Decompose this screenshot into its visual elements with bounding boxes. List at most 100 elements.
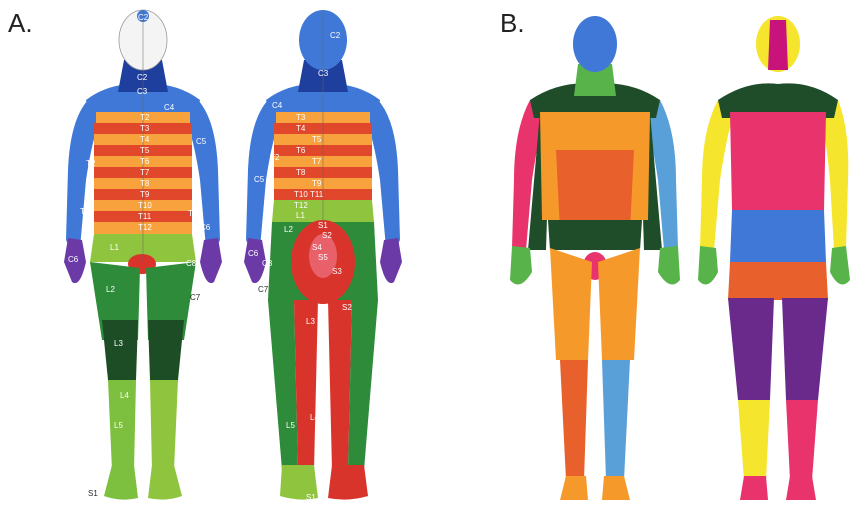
label-front-c6-hand: C6: [68, 255, 79, 264]
label-front-l5: L5: [114, 421, 123, 430]
label-front-c7: C7: [190, 293, 201, 302]
label-back-s4: S4: [312, 243, 322, 252]
label-front-l1: L1: [110, 243, 119, 252]
panel-a-front-figure: [64, 10, 222, 500]
label-back-t1: T1: [264, 199, 274, 208]
label-front-c4: C4: [164, 103, 175, 112]
front-left-foot: [104, 465, 138, 500]
label-back-t12: T12: [294, 201, 308, 210]
back-right-hand: [380, 238, 402, 283]
label-front-t8: T8: [140, 179, 150, 188]
b-back-left-shin: [738, 400, 770, 480]
label-back-s3: S3: [332, 267, 342, 276]
b-back-left-arm: [700, 100, 732, 250]
label-back-l4: L4: [310, 413, 319, 422]
panel-b-back-figure: [698, 16, 850, 500]
front-right-shin: [150, 380, 178, 470]
label-back-c2: C2: [330, 31, 341, 40]
label-back-s2-top: S2: [322, 231, 332, 240]
label-back-s2: S2: [342, 303, 352, 312]
b-back-buttocks: [728, 262, 828, 300]
label-front-t7: T7: [140, 168, 150, 177]
b-back-right-thigh: [782, 298, 828, 400]
b-front-left-thigh: [550, 248, 592, 360]
b-back-trunk: [730, 112, 826, 210]
label-front-c8: C8: [186, 259, 197, 268]
b-front-left-shin: [560, 360, 588, 480]
label-front-t12: T12: [138, 223, 152, 232]
b-front-abdomen: [556, 150, 634, 230]
label-front-t11: T11: [138, 212, 152, 221]
b-front-left-foot: [560, 476, 588, 500]
label-back-s5: S5: [318, 253, 328, 262]
label-back-l5: L5: [286, 421, 295, 430]
b-front-head: [573, 16, 617, 72]
label-back-l1: L1: [296, 211, 305, 220]
label-back-t3: T3: [296, 113, 306, 122]
label-front-c5: C5: [196, 137, 207, 146]
label-back-t9: T9: [312, 179, 322, 188]
b-front-left-hand: [510, 246, 532, 285]
label-front-t5: T5: [140, 146, 150, 155]
label-front-t6: T6: [140, 157, 150, 166]
label-back-t4: T4: [296, 124, 306, 133]
label-front-t2-arm: T2: [86, 159, 96, 168]
label-back-s1-foot: S1: [306, 493, 316, 502]
front-right-foot: [148, 465, 182, 500]
label-back-t8: T8: [296, 168, 306, 177]
b-back-left-foot: [740, 476, 768, 500]
label-back-c5: C5: [254, 175, 265, 184]
label-back-t2-arm: T2: [270, 153, 280, 162]
label-back-c8: C8: [262, 259, 273, 268]
b-back-left-thigh: [728, 298, 774, 400]
b-back-left-hand: [698, 246, 718, 285]
back-right-leg-posterior: [328, 300, 352, 470]
label-front-s1: S1: [88, 489, 98, 498]
label-back-t11: T11: [310, 190, 324, 199]
b-back-right-hand: [830, 246, 850, 285]
label-back-c6: C6: [248, 249, 259, 258]
label-back-l3: L3: [306, 317, 315, 326]
label-front-t4: T4: [140, 135, 150, 144]
label-front-t2: T2: [140, 113, 150, 122]
label-back-t6: T6: [296, 146, 306, 155]
b-front-right-thigh: [598, 248, 640, 360]
b-back-head-center: [768, 20, 788, 70]
label-front-t10: T10: [138, 201, 152, 210]
label-back-t10: T10: [294, 190, 308, 199]
label-back-c3: C3: [318, 69, 329, 78]
b-front-pelvis: [548, 220, 642, 250]
label-back-l2: L2: [284, 225, 293, 234]
front-left-knee: [102, 320, 138, 380]
label-back-t7: T7: [312, 157, 322, 166]
back-right-leg-lateral: [348, 300, 378, 470]
b-back-right-foot: [786, 476, 816, 500]
b-back-lumbar: [730, 210, 826, 262]
label-front-c2: C2: [137, 73, 148, 82]
label-back-c7: C7: [258, 285, 269, 294]
label-front-c6: C6: [200, 223, 211, 232]
front-right-knee: [148, 320, 184, 380]
back-right-foot: [328, 465, 368, 500]
label-front-t9: T9: [140, 190, 150, 199]
back-left-leg-lateral: [268, 300, 298, 470]
label-front-l3: L3: [114, 339, 123, 348]
label-front-c3: C3: [137, 87, 148, 96]
label-front-l2: L2: [106, 285, 115, 294]
label-front-t1-right: T1: [188, 209, 198, 218]
b-back-right-shin: [786, 400, 818, 480]
front-right-hand: [200, 238, 222, 283]
b-front-right-shin: [602, 360, 630, 480]
b-front-right-foot: [602, 476, 630, 500]
label-front-t3: T3: [140, 124, 150, 133]
panel-b-front-figure: [510, 16, 680, 500]
label-back-s1-top: S1: [318, 221, 328, 230]
b-front-right-hand: [658, 246, 680, 285]
label-front-t1-left: T1: [80, 207, 90, 216]
label-front-c2-head: C2: [138, 13, 149, 22]
label-back-t5: T5: [312, 135, 322, 144]
label-back-c4: C4: [272, 101, 283, 110]
label-front-l4: L4: [120, 391, 129, 400]
b-back-right-arm: [822, 100, 848, 250]
